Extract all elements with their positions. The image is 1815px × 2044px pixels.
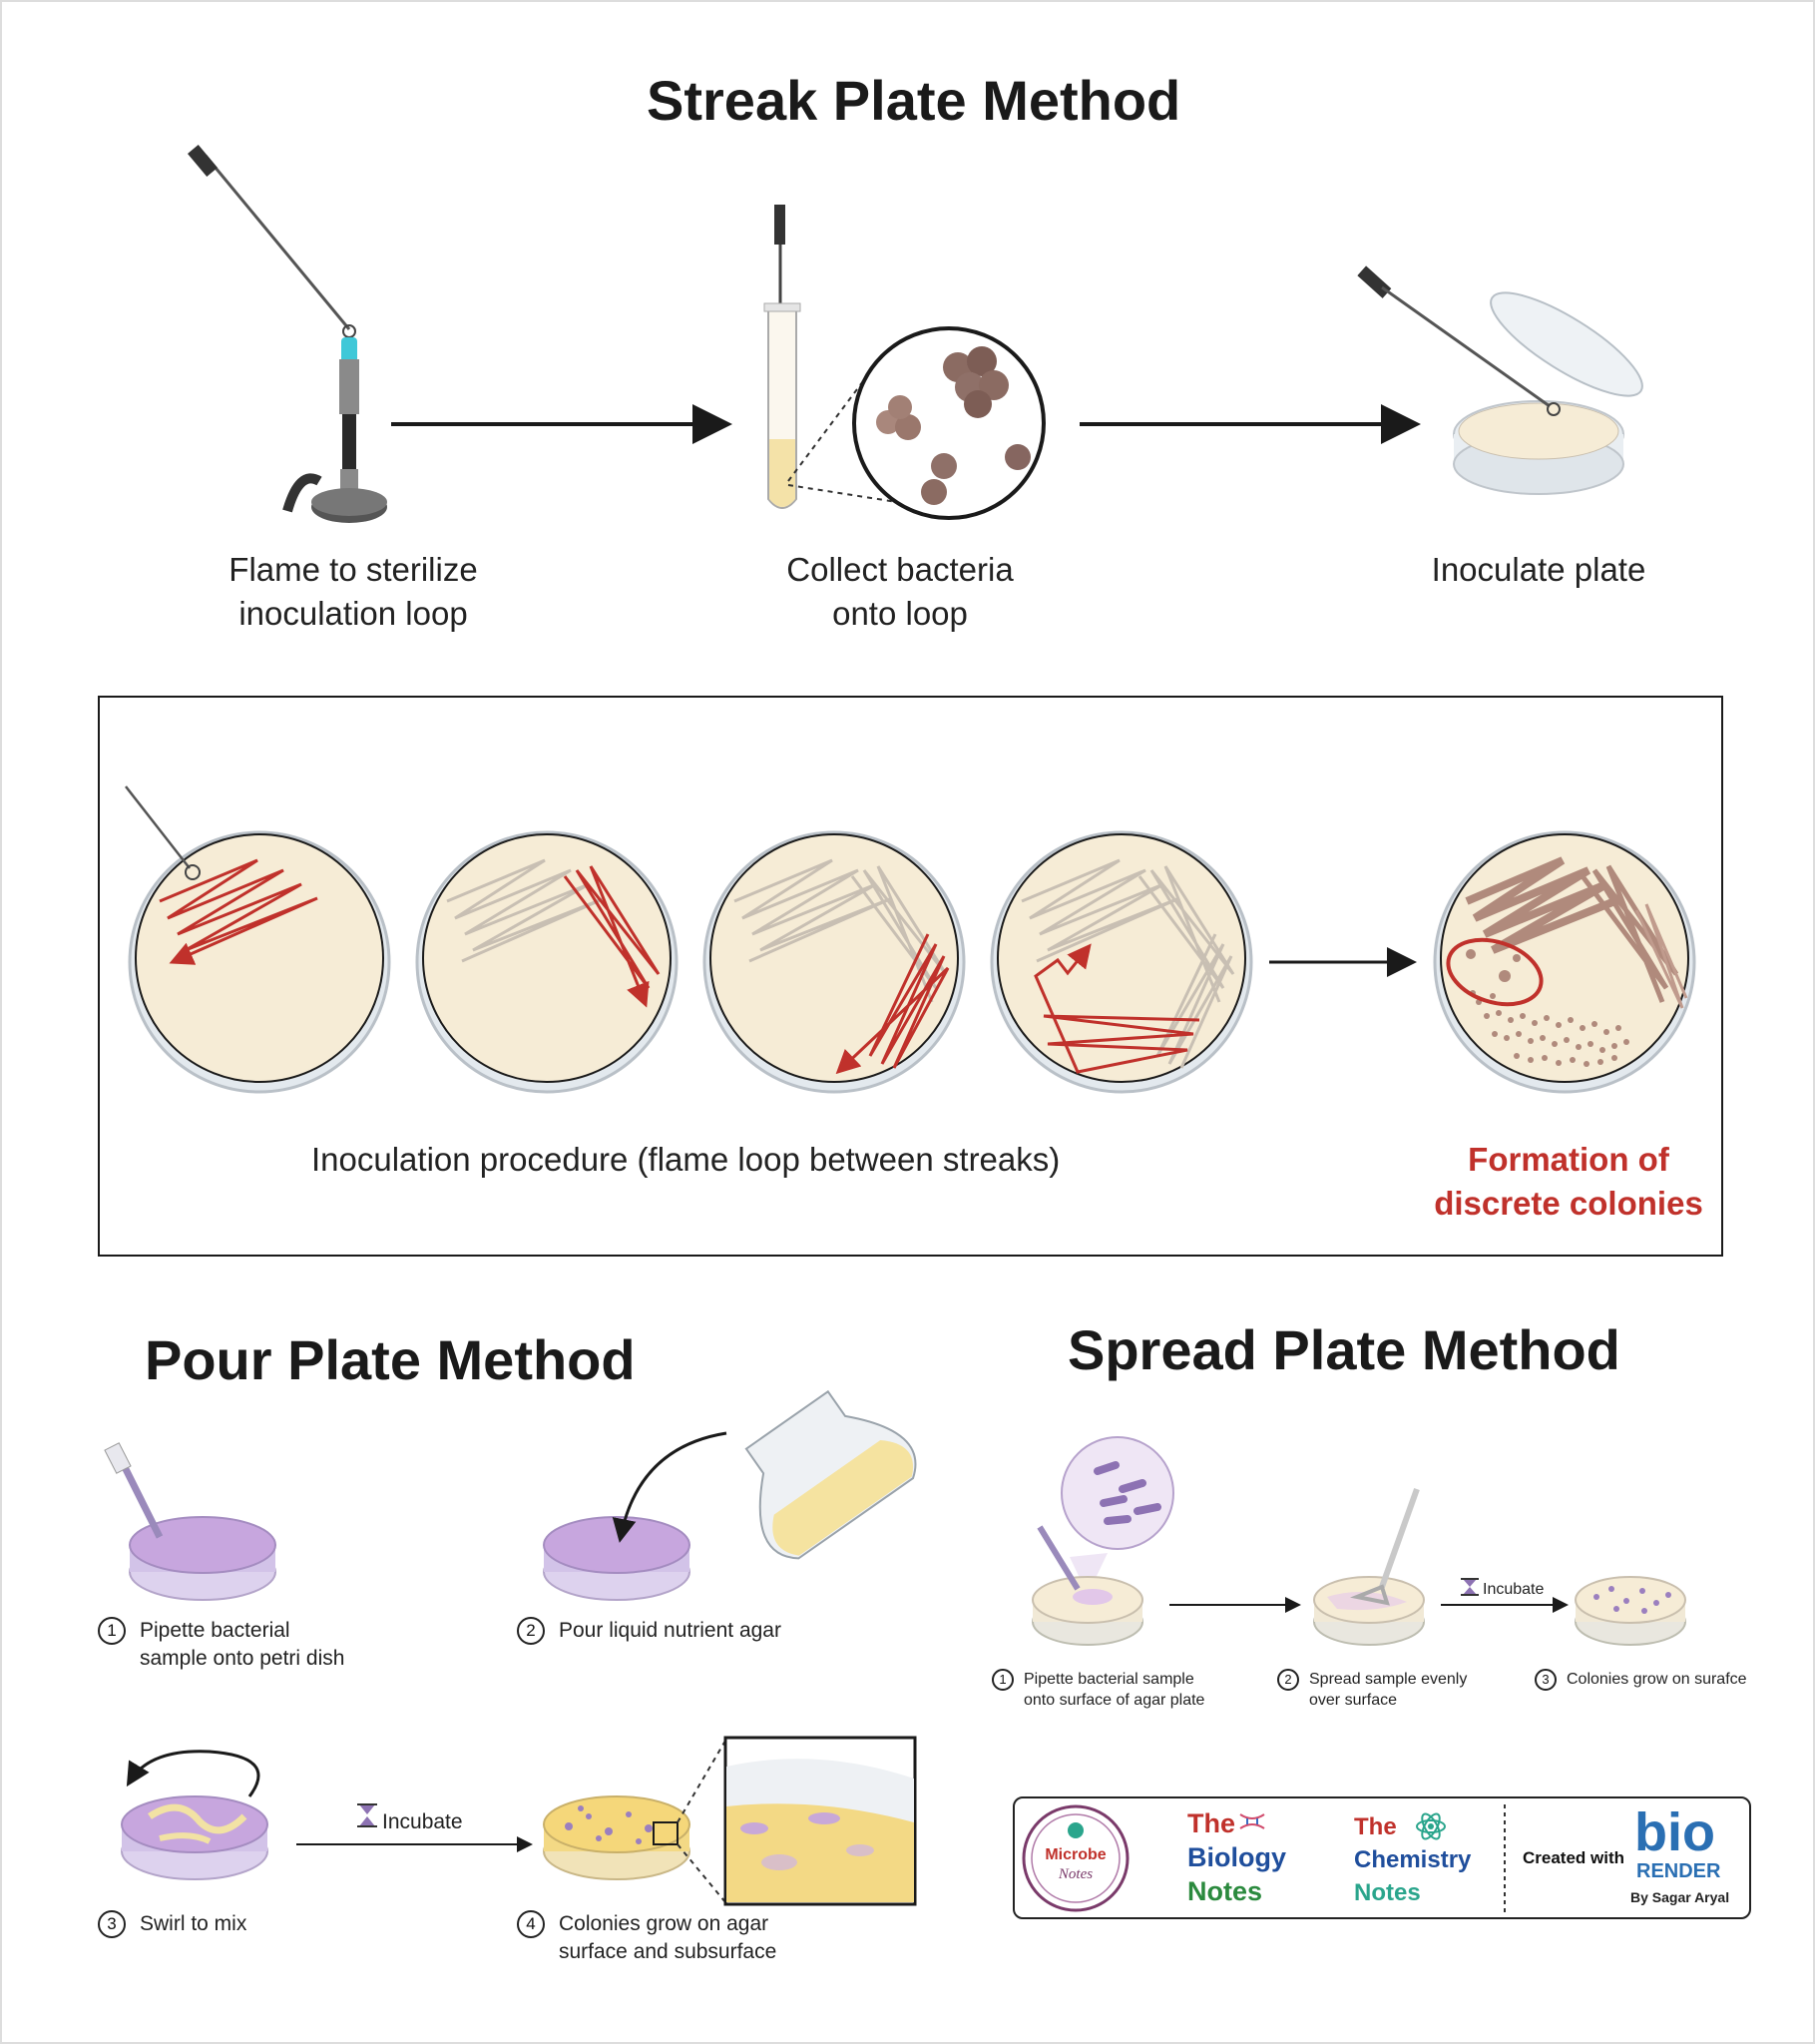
result-caption: Formation of discrete colonies <box>1434 1141 1703 1222</box>
step-number: 2 <box>517 1617 545 1645</box>
pour-step-3-icon <box>121 1750 268 1880</box>
pour-title: Pour Plate Method <box>145 1328 636 1391</box>
hourglass-icon <box>357 1803 377 1827</box>
biology-notes-logo: The Biology Notes <box>1187 1808 1286 1906</box>
spread-title: Spread Plate Method <box>1068 1318 1620 1381</box>
streak-plate-4 <box>990 830 1253 1094</box>
step-number: 4 <box>517 1910 545 1938</box>
streak-plate-3 <box>702 830 966 1094</box>
streak-plate-2 <box>415 830 679 1094</box>
bacteria-magnified-icon <box>852 326 1046 520</box>
spread-step-1-caption: Pipette bacterial sample onto surface of… <box>1024 1671 1205 1709</box>
pour-step-4-icon <box>543 1736 917 1906</box>
credits-bar <box>1013 1796 1751 1919</box>
streak-step-1-caption: Flame to sterilize inoculation loop <box>228 551 478 632</box>
spread-step-2-caption: Spread sample evenly over surface <box>1309 1671 1468 1709</box>
step-number: 1 <box>992 1669 1014 1691</box>
spread-step-2-icon <box>1313 1487 1425 1646</box>
zoom-line <box>787 484 917 506</box>
petri-dish-with-loop-icon <box>1357 265 1643 495</box>
chemistry-notes-logo: The Chemistry Notes <box>1354 1813 1472 1906</box>
inoculation-box <box>98 696 1723 1257</box>
spread-step-3-caption: Colonies grow on surafce <box>1567 1671 1747 1688</box>
streak-plate-1 <box>125 785 391 1094</box>
pour-step-3-caption: Swirl to mix <box>140 1912 247 1935</box>
dna-icon <box>1239 1813 1265 1829</box>
bunsen-burner-icon <box>187 145 387 523</box>
test-tube-icon <box>763 205 801 509</box>
pour-step-1-icon <box>104 1442 276 1601</box>
created-with-label: Created with <box>1523 1848 1625 1867</box>
spread-step-1-icon <box>1032 1436 1174 1646</box>
streak-step-3-caption: Inoculate plate <box>1431 551 1646 588</box>
pour-step-2-caption: Pour liquid nutrient agar <box>559 1619 781 1642</box>
hourglass-icon <box>1461 1578 1479 1596</box>
spread-incubate-label: Incubate <box>1483 1581 1545 1598</box>
inoculation-caption: Inoculation procedure (flame loop betwee… <box>311 1141 1061 1178</box>
atom-icon <box>1416 1812 1446 1840</box>
pour-step-4-caption: Colonies grow on agar surface and subsur… <box>559 1912 777 1963</box>
streak-title: Streak Plate Method <box>647 69 1181 132</box>
microbe-notes-sub: Notes <box>1058 1866 1094 1882</box>
step-number: 2 <box>1277 1669 1299 1691</box>
microbe-notes-label: Microbe <box>1045 1846 1107 1863</box>
pour-step-2-icon <box>543 1389 917 1601</box>
colony-plate <box>1433 830 1696 1094</box>
microbe-notes-logo <box>1022 1804 1130 1912</box>
spread-step-3-icon <box>1575 1576 1686 1646</box>
biorender-logo: bio <box>1634 1802 1715 1862</box>
step-number: 1 <box>98 1617 126 1645</box>
author-label: By Sagar Aryal <box>1630 1889 1730 1905</box>
pour-incubate-label: Incubate <box>382 1810 463 1833</box>
streak-step-2-caption: Collect bacteria onto loop <box>786 551 1014 632</box>
biorender-render: RENDER <box>1636 1860 1721 1882</box>
pour-step-1-caption: Pipette bacterial sample onto petri dish <box>140 1619 345 1670</box>
step-number: 3 <box>1535 1669 1557 1691</box>
step-number: 3 <box>98 1910 126 1938</box>
